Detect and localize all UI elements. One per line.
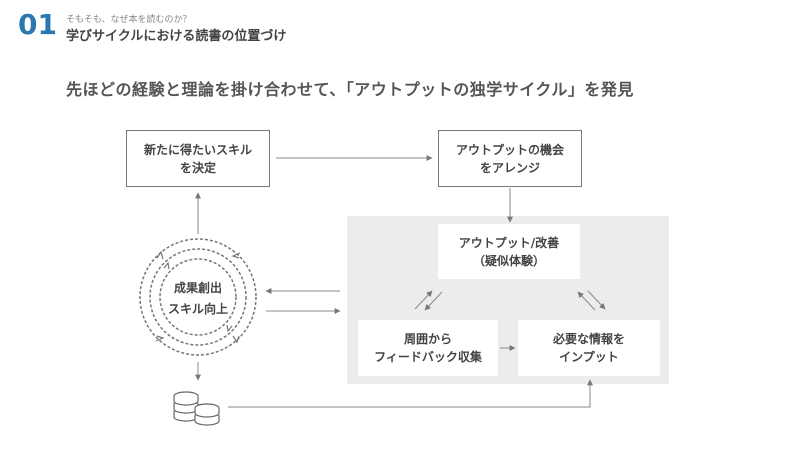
section-subtitle: そもそも、なぜ本を読むのか？: [66, 15, 192, 25]
box-input-information: 必要な情報を インプット: [518, 320, 660, 376]
growth-cycle-arrowheads: [155, 250, 241, 344]
arrow-coins-to-input: [228, 379, 593, 408]
box-output-improve-label: アウトプット/改善 （疑似体験）: [458, 235, 560, 268]
arrow-feedback-to-output: [414, 290, 433, 310]
arrow-input-to-output: [577, 291, 596, 311]
growth-cycle-rings: [139, 238, 257, 356]
section-title: 学びサイクルにおける読書の位置づけ: [66, 29, 287, 44]
coins-icon: [173, 391, 220, 426]
box-decide-skill-label: 新たに得たいスキル を決定: [143, 142, 252, 175]
arrow-output-to-input: [587, 290, 606, 310]
headline: 先ほどの経験と理論を掛け合わせて、「アウトプットの独学サイクル」を発見: [66, 80, 634, 99]
section-number: 01: [18, 8, 57, 41]
box-output-improve: アウトプット/改善 （疑似体験）: [438, 224, 580, 279]
box-arrange-opportunity: アウトプットの機会 をアレンジ: [438, 130, 582, 187]
box-arrange-opportunity-label: アウトプットの機会 をアレンジ: [455, 142, 564, 175]
box-collect-feedback: 周囲から フィードバック収集: [358, 320, 498, 376]
cycle-center-label: 成果創出 スキル向上: [167, 281, 228, 316]
box-input-information-label: 必要な情報を インプット: [552, 332, 625, 364]
arrow-output-to-feedback: [424, 291, 443, 311]
box-decide-skill: 新たに得たいスキル を決定: [126, 130, 270, 187]
box-collect-feedback-label: 周囲から フィードバック収集: [374, 332, 482, 364]
